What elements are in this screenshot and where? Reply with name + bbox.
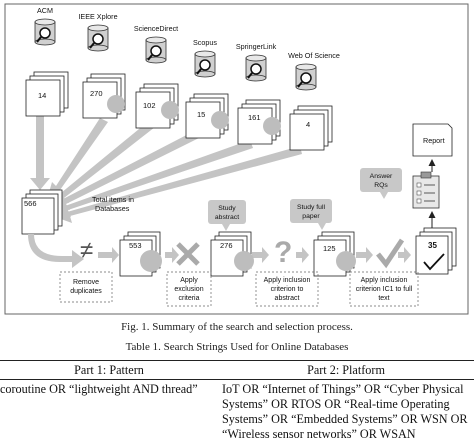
database-ieee: [88, 25, 108, 51]
doc-stack-553: 553: [120, 232, 162, 276]
step-abstract-l2: criterion to: [271, 286, 304, 293]
callout-answer-l2: RQs: [374, 182, 388, 189]
clipboard-icon: [413, 172, 439, 208]
report-label: Report: [423, 136, 445, 145]
database-springerlink: [246, 55, 266, 81]
step-remove-l2: duplicates: [70, 288, 102, 295]
selection-process-figure: ACM IEEE Xplore ScienceDirect Scopus Spr…: [0, 0, 474, 318]
count-final: 35: [428, 241, 437, 250]
doc-stack-total: 566: [22, 190, 62, 234]
doc-stack-276: 276: [211, 232, 254, 276]
platform-line: Systems” OR “Embedded Systems” OR WSN OR: [222, 412, 472, 427]
callout-answer-l1: Answer: [370, 173, 393, 180]
db-name-springerlink: SpringerLink: [236, 42, 277, 51]
table-header-row: Part 1: Pattern Part 2: Platform: [0, 361, 474, 380]
platform-line: IoT OR “Internet of Things” OR “Cyber Ph…: [222, 382, 472, 397]
table-caption: Table 1. Search Strings Used for Online …: [0, 341, 474, 353]
filter-circle: [211, 111, 229, 129]
count-springerlink: 161: [248, 113, 261, 122]
filter-circle: [263, 117, 281, 135]
db-name-acm: ACM: [37, 6, 53, 15]
callout-study-full-l1: Study full: [297, 204, 325, 211]
db-name-wos: Web Of Science: [288, 51, 340, 60]
count-scopus: 15: [197, 110, 205, 119]
doc-stack-125: 125: [314, 232, 356, 276]
header-pattern: Part 1: Pattern: [0, 361, 218, 380]
question-icon: ?: [274, 236, 292, 269]
doc-stack-ieee: 270: [83, 74, 125, 118]
count-sciencedirect: 102: [143, 101, 156, 110]
step-exclusion-l2: exclusion: [174, 286, 203, 293]
count-after-abstract: 125: [323, 244, 336, 253]
db-name-ieee: IEEE Xplore: [78, 12, 117, 21]
step-fulltext-l3: text: [378, 295, 389, 302]
db-name-sciencedirect: ScienceDirect: [134, 24, 178, 33]
filter-circle: [336, 251, 356, 271]
callout-study-abstract-l1: Study: [218, 205, 236, 212]
filter-circle: [107, 95, 125, 113]
doc-stack-sciencedirect: 102: [136, 84, 179, 128]
count-after-exclusion: 276: [220, 241, 233, 250]
platform-line: “Wireless sensor networks” OR WSAN: [222, 427, 472, 442]
search-strings-table: Part 1: Pattern Part 2: Platform corouti…: [0, 360, 474, 442]
count-total: 566: [24, 199, 37, 208]
doc-stack-35: 35: [416, 228, 456, 274]
database-sciencedirect: [146, 37, 166, 63]
filter-circle: [140, 250, 162, 272]
doc-stack-acm: 14: [26, 72, 68, 116]
step-exclusion-l1: Apply: [180, 277, 198, 284]
platform-line: Systems” OR RTOS OR “Real-time Operating: [222, 397, 472, 412]
report-document: Report: [413, 124, 452, 156]
step-fulltext-l1: Apply inclusion: [361, 277, 408, 284]
count-wos: 4: [306, 120, 310, 129]
header-platform: Part 2: Platform: [218, 361, 474, 380]
filter-circle: [161, 101, 179, 119]
figure-caption: Fig. 1. Summary of the search and select…: [0, 321, 474, 333]
database-wos: [296, 64, 316, 90]
callout-study-abstract-l2: abstract: [215, 214, 239, 221]
count-acm: 14: [38, 91, 46, 100]
callout-study-full-l2: paper: [302, 213, 320, 220]
step-abstract-l3: abstract: [275, 295, 300, 302]
doc-stack-springerlink: 161: [238, 100, 281, 144]
total-label-line1: Total items in: [92, 195, 134, 204]
step-abstract-l1: Apply inclusion: [264, 277, 311, 284]
table-row: coroutine OR “lightweight AND thread” Io…: [0, 380, 474, 442]
db-name-scopus: Scopus: [193, 38, 217, 47]
filter-circle: [234, 251, 254, 271]
cell-platform: IoT OR “Internet of Things” OR “Cyber Ph…: [218, 380, 474, 442]
database-scopus: [195, 51, 215, 77]
count-ieee: 270: [90, 89, 103, 98]
cell-pattern: coroutine OR “lightweight AND thread”: [0, 380, 218, 442]
step-remove-l1: Remove: [73, 279, 99, 286]
doc-stack-scopus: 15: [186, 94, 229, 138]
step-fulltext-l2: criterion IC1 to full: [356, 286, 413, 293]
database-acm: [35, 19, 55, 45]
total-label-line2: Databases: [95, 204, 130, 213]
count-after-duplicates: 553: [129, 241, 142, 250]
step-exclusion-l3: criteria: [178, 295, 199, 302]
doc-stack-wos: 4: [290, 106, 332, 150]
not-equal-icon: ≠: [80, 237, 93, 264]
